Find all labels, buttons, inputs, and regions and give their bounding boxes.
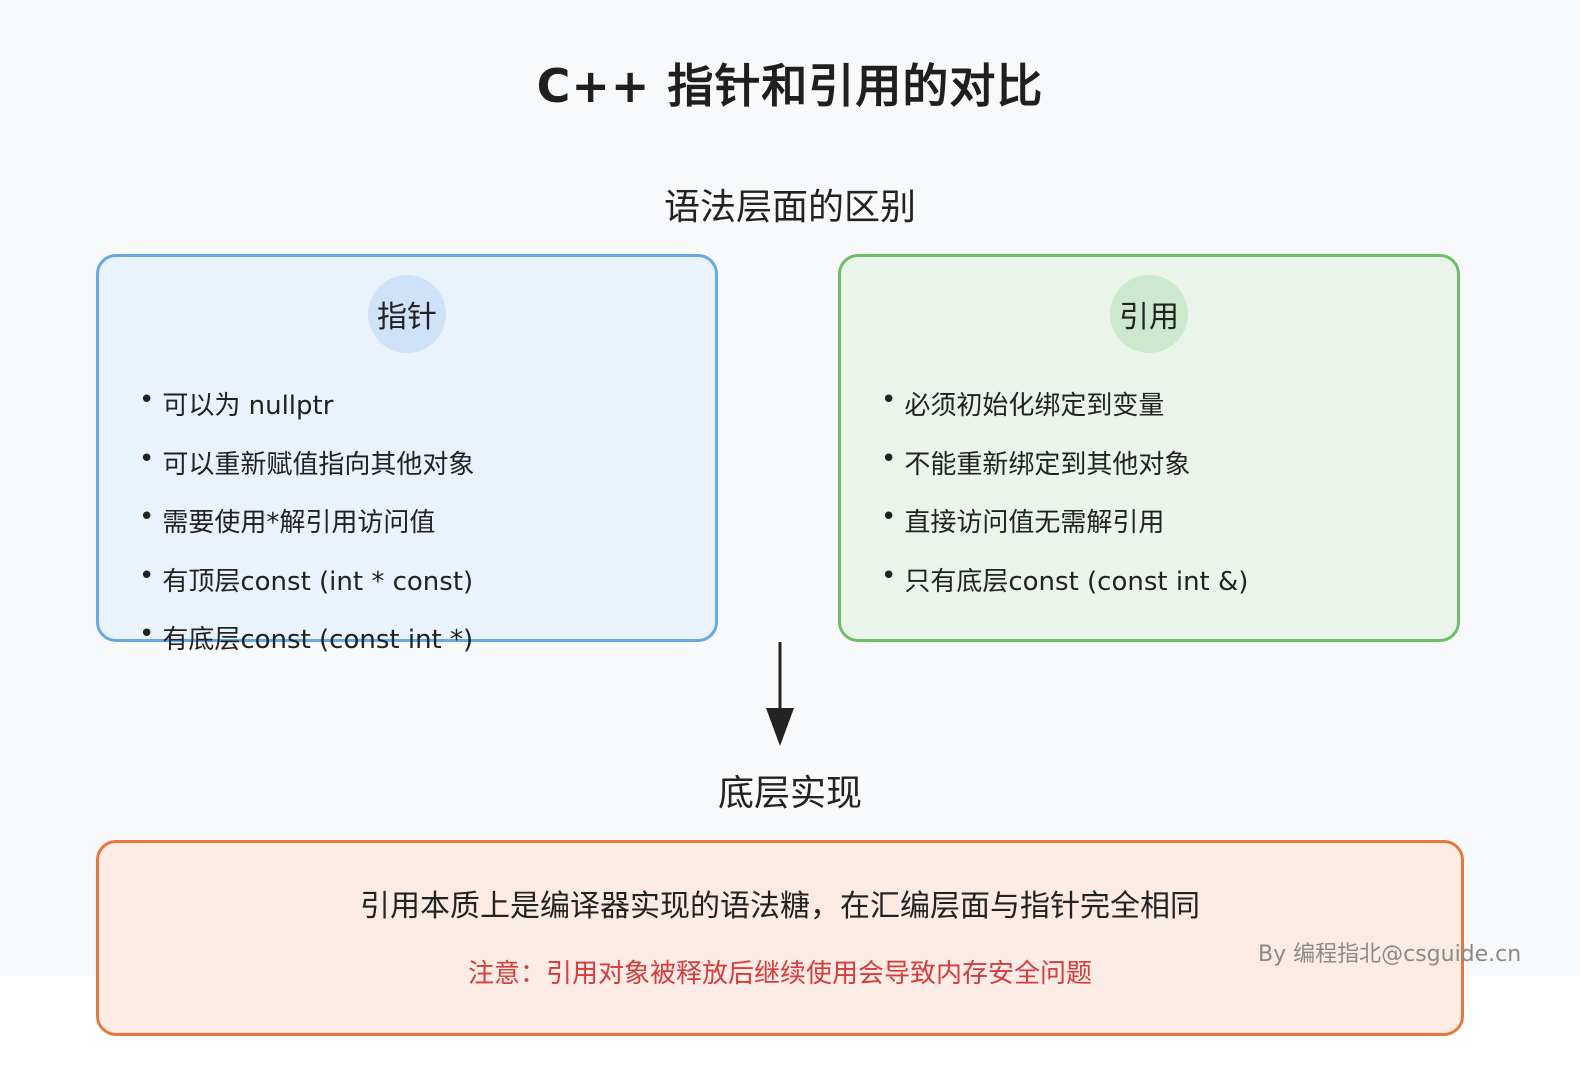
section-title-syntax: 语法层面的区别: [663, 187, 916, 228]
reference-badge: 引用: [1110, 275, 1188, 353]
bullet-icon: •: [881, 385, 897, 415]
section-title-implementation: 底层实现: [717, 773, 862, 814]
reference-item-text: 不能重新绑定到其他对象: [904, 449, 1191, 480]
list-item: •不能重新绑定到其他对象: [881, 444, 1248, 503]
pointer-item-text: 可以为 nullptr: [162, 391, 334, 421]
reference-item-text: 必须初始化绑定到变量: [904, 391, 1165, 421]
bullet-icon: •: [881, 560, 897, 591]
list-item: •必须初始化绑定到变量: [881, 385, 1248, 444]
pointer-item-list: •可以为 nullptr •可以重新赋值指向其他对象 •需要使用*解引用访问值 …: [139, 385, 474, 678]
list-item: •有底层const (const int *): [139, 619, 474, 678]
list-item: •可以为 nullptr: [139, 385, 474, 444]
pointer-item-text: 可以重新赋值指向其他对象: [162, 449, 475, 480]
bullet-icon: •: [139, 502, 155, 532]
bullet-icon: •: [139, 560, 155, 591]
pointer-badge: 指针: [368, 275, 446, 353]
pointer-card: 指针 •可以为 nullptr •可以重新赋值指向其他对象 •需要使用*解引用访…: [96, 254, 718, 655]
bullet-icon: •: [139, 385, 155, 415]
bullet-icon: •: [139, 443, 155, 474]
reference-item-text: 直接访问值无需解引用: [904, 508, 1165, 538]
pointer-item-text: 需要使用*解引用访问值: [162, 508, 436, 538]
bullet-icon: •: [881, 443, 897, 474]
pointer-item-text: 有顶层const (int * const): [162, 566, 474, 597]
implementation-warning-note: 注意：引用对象被释放后继续使用会导致内存安全问题: [467, 959, 1092, 989]
list-item: •有顶层const (int * const): [139, 561, 474, 620]
implementation-box: 引用本质上是编译器实现的语法糖，在汇编层面与指针完全相同 注意：引用对象被释放后…: [96, 840, 1464, 1036]
list-item: •需要使用*解引用访问值: [139, 502, 474, 561]
arrow-down-icon: [766, 642, 794, 746]
reference-item-list: •必须初始化绑定到变量 •不能重新绑定到其他对象 •直接访问值无需解引用 •只有…: [881, 385, 1248, 619]
pointer-item-text: 有底层const (const int *): [162, 625, 474, 655]
list-item: •直接访问值无需解引用: [881, 502, 1248, 561]
arrow-head: [766, 708, 794, 746]
bullet-icon: •: [139, 619, 155, 649]
bullet-icon: •: [881, 502, 897, 532]
list-item: •只有底层const (const int &): [881, 561, 1248, 620]
implementation-text: 引用本质上是编译器实现的语法糖，在汇编层面与指针完全相同: [360, 889, 1200, 924]
list-item: •可以重新赋值指向其他对象: [139, 444, 474, 503]
reference-card: 引用 •必须初始化绑定到变量 •不能重新绑定到其他对象 •直接访问值无需解引用 …: [838, 254, 1460, 642]
reference-item-text: 只有底层const (const int &): [904, 566, 1249, 597]
page-title: C++ 指针和引用的对比: [536, 59, 1044, 113]
watermark: By 编程指北@csguide.cn: [1258, 942, 1522, 967]
